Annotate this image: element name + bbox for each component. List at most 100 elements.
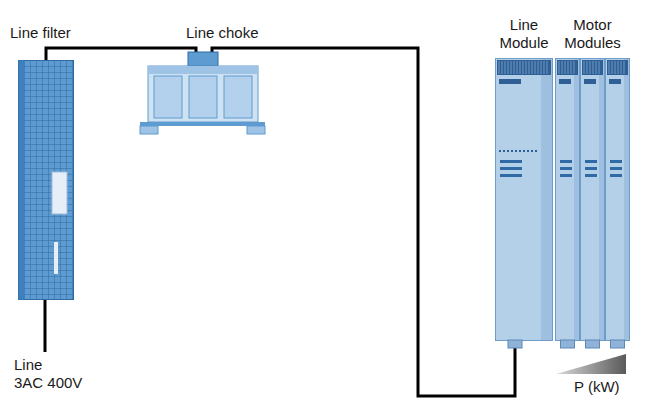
module-side — [599, 59, 604, 340]
vent-slot — [565, 61, 566, 74]
choke-coil — [154, 76, 182, 118]
vent-slot — [505, 61, 506, 74]
vent-slot — [612, 61, 613, 74]
vent-slot — [502, 61, 503, 74]
vent-slot — [520, 61, 521, 74]
module-dots — [499, 150, 501, 152]
power-wedge — [556, 354, 626, 374]
module-terminal — [611, 340, 625, 348]
module-dots — [503, 150, 505, 152]
vent-slot — [593, 61, 594, 74]
vent-slot — [571, 61, 572, 74]
choke-coil — [224, 76, 252, 118]
module-logo — [499, 79, 521, 84]
vent-slot — [541, 61, 542, 74]
vent-slot — [624, 61, 625, 74]
module-housing — [556, 59, 580, 341]
module-vent — [557, 60, 578, 75]
module-side — [574, 59, 579, 340]
choke-yoke — [148, 66, 258, 74]
module-dots — [527, 150, 529, 152]
vent-slot — [547, 61, 548, 74]
module-vent — [497, 60, 551, 75]
module-dots — [535, 150, 537, 152]
module-marking — [585, 167, 597, 170]
vent-slot — [621, 61, 622, 74]
module-terminal — [508, 340, 522, 348]
vent-slot — [511, 61, 512, 74]
module-housing — [496, 59, 553, 341]
device-heading: Motor Modules — [564, 16, 621, 52]
filter-housing — [19, 61, 74, 300]
device-heading: Line filter — [10, 24, 71, 42]
device-drawing — [555, 58, 630, 348]
vent-slot — [562, 61, 563, 74]
module-side — [624, 59, 629, 340]
motor-modules: Motor Modules — [555, 58, 630, 348]
module-logo — [559, 79, 571, 84]
vent-slot — [514, 61, 515, 74]
vent-slot — [590, 61, 591, 74]
device-heading: Line Module — [499, 16, 548, 52]
vent-slot — [535, 61, 536, 74]
module-marking — [585, 174, 597, 177]
device-heading: Line choke — [186, 24, 259, 42]
module-dots — [511, 150, 513, 152]
vent-slot — [517, 61, 518, 74]
mounting-foot — [140, 126, 158, 134]
module-housing — [606, 59, 630, 341]
vent-slot — [499, 61, 500, 74]
module-marking — [610, 167, 622, 170]
module-terminal — [561, 340, 575, 348]
module-dots — [523, 150, 525, 152]
vent-slot — [526, 61, 527, 74]
mounting-foot — [247, 126, 265, 134]
vent-slot — [618, 61, 619, 74]
vent-slot — [523, 61, 524, 74]
vent-slot — [508, 61, 509, 74]
vent-slot — [532, 61, 533, 74]
module-housing — [581, 59, 605, 341]
mounting-rail — [140, 122, 265, 126]
module-dots — [507, 150, 509, 152]
line-choke: Line choke — [140, 52, 265, 136]
module-logo — [609, 79, 621, 84]
vent-slot — [599, 61, 600, 74]
module-dots — [515, 150, 517, 152]
module-marking — [500, 174, 522, 177]
vent-slot — [559, 61, 560, 74]
power-axis-label: P (kW) — [574, 378, 620, 396]
line-filter: Line filter — [18, 60, 74, 300]
vent-slot — [615, 61, 616, 74]
module-marking — [560, 167, 572, 170]
line-module: Line Module — [495, 58, 553, 348]
module-vent — [607, 60, 628, 75]
module-logo — [584, 79, 596, 84]
module-marking — [610, 160, 622, 163]
module-marking — [560, 174, 572, 177]
vent-slot — [574, 61, 575, 74]
filter-side — [19, 61, 25, 300]
filter-plate — [52, 172, 67, 214]
vent-slot — [538, 61, 539, 74]
module-marking — [500, 160, 522, 163]
module-marking — [500, 167, 522, 170]
supply-label: Line 3AC 400V — [14, 356, 98, 392]
power-cable — [46, 48, 196, 60]
device-drawing — [495, 58, 553, 348]
module-terminal — [586, 340, 600, 348]
device-drawing — [18, 60, 74, 300]
module-dots — [531, 150, 533, 152]
vent-slot — [587, 61, 588, 74]
filter-bar — [54, 242, 58, 274]
module-marking — [560, 160, 572, 163]
vent-slot — [584, 61, 585, 74]
vent-slot — [596, 61, 597, 74]
module-vent — [582, 60, 603, 75]
vent-slot — [609, 61, 610, 74]
vent-slot — [544, 61, 545, 74]
module-dots — [519, 150, 521, 152]
terminal-block — [188, 52, 218, 66]
vent-slot — [568, 61, 569, 74]
